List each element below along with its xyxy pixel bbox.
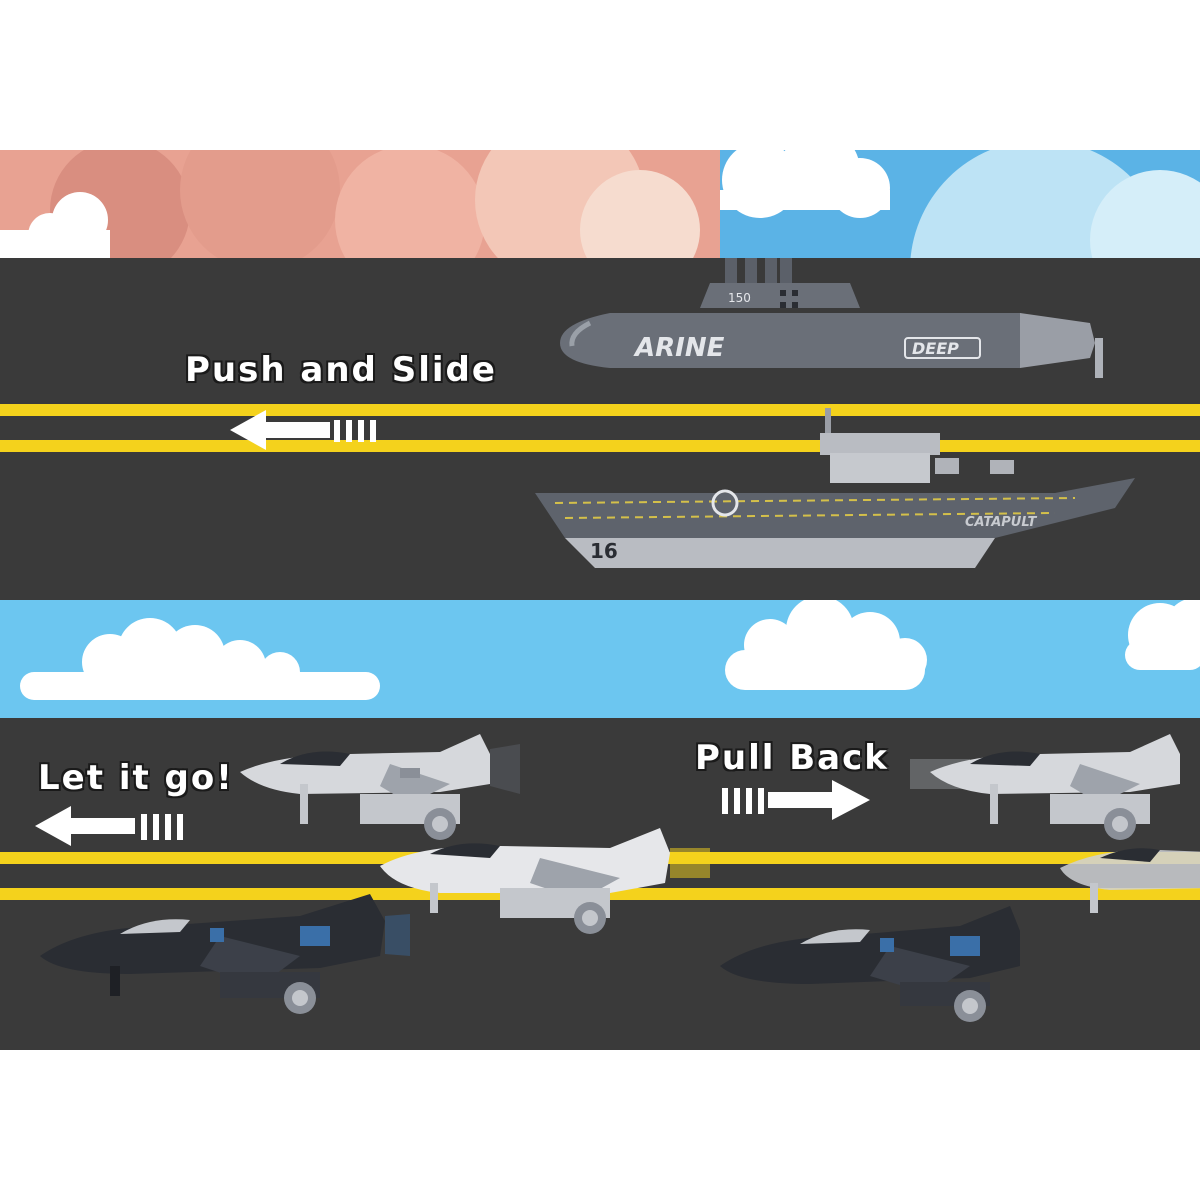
middle-sky-banner — [0, 600, 1200, 718]
black-jet-toy — [720, 906, 1020, 1022]
arrow-right-icon — [722, 780, 870, 820]
top-sky-banner — [0, 150, 1200, 260]
submarine-name-text: ARINE — [633, 333, 725, 363]
cloud-icon — [725, 600, 927, 690]
carrier-deck-text: CATAPULT — [965, 515, 1037, 530]
clouds-graphic — [20, 600, 1200, 700]
lower-road: Let it go! Pull Back — [0, 718, 1200, 1050]
submarine-badge-text: DEEP — [912, 339, 959, 358]
pastel-clouds-graphic — [0, 150, 1200, 260]
submarine-toy: ARINE DEEP 150 — [560, 258, 1103, 378]
gray-jet-toy — [240, 734, 520, 840]
cloud-icon — [1125, 600, 1200, 670]
push-slide-caption: Push and Slide — [185, 350, 497, 390]
pull-back-caption: Pull Back — [695, 738, 889, 778]
upper-road: Push and Slide ARINE DEEP 150 — [0, 258, 1200, 600]
arrow-left-icon — [230, 410, 376, 450]
let-go-caption: Let it go! — [38, 758, 234, 798]
submarine-tower-number: 150 — [728, 291, 751, 305]
aircraft-carrier-toy: 16 CATAPULT — [535, 408, 1135, 568]
white-jet-toy-motion — [1060, 848, 1200, 913]
lane-stripe — [0, 404, 1200, 416]
gray-jet-toy-motion — [910, 734, 1180, 840]
arrow-left-icon — [35, 806, 183, 846]
cloud-icon — [20, 618, 380, 700]
carrier-hull-number: 16 — [590, 539, 618, 563]
black-jet-toy — [40, 894, 410, 1014]
white-jet-toy — [380, 828, 710, 934]
